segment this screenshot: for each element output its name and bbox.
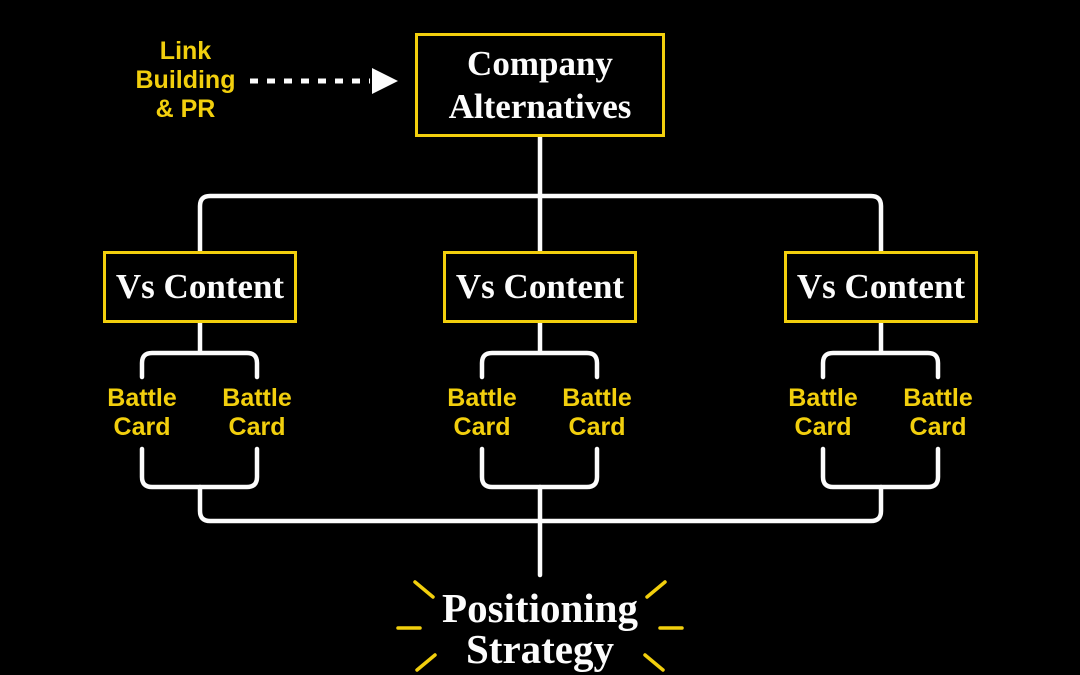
dashed-arrow-icon bbox=[250, 68, 398, 94]
top-bracket-center bbox=[479, 350, 600, 380]
battle-card-label-left-2: Battle Card bbox=[222, 384, 292, 441]
battle-card-label-left-1: Battle Card bbox=[107, 384, 177, 441]
bottom-bracket-center bbox=[479, 446, 600, 490]
positioning-strategy-label: Positioning Strategy bbox=[442, 585, 638, 672]
battle-card-label-center-1: Battle Card bbox=[447, 384, 517, 441]
bottom-bracket-right bbox=[820, 446, 941, 490]
top-bracket-right bbox=[820, 350, 941, 380]
battle-card-label-right-1: Battle Card bbox=[788, 384, 858, 441]
top-bracket-left bbox=[139, 350, 260, 380]
link-building-pr-label: Link Building & PR bbox=[135, 37, 236, 123]
battle-card-label-center-2: Battle Card bbox=[562, 384, 632, 441]
company-alternatives-node: Company Alternatives bbox=[415, 33, 665, 137]
starburst-icon bbox=[396, 580, 684, 672]
vs-content-node-left: Vs Content bbox=[103, 251, 297, 323]
bottom-bracket-left bbox=[139, 446, 260, 490]
vs-content-node-center: Vs Content bbox=[443, 251, 637, 323]
vs-content-node-right: Vs Content bbox=[784, 251, 978, 323]
top-bus-line bbox=[197, 193, 884, 254]
battle-card-label-right-2: Battle Card bbox=[903, 384, 973, 441]
